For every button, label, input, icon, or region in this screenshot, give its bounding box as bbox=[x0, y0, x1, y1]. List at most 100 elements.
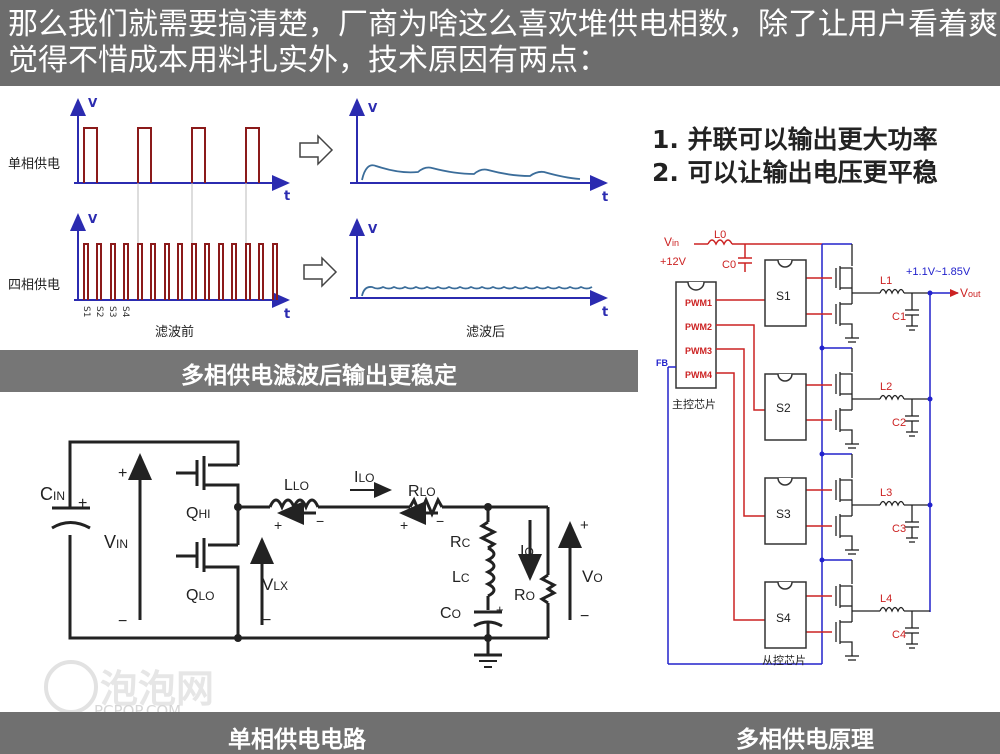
svg-text:−: − bbox=[118, 613, 127, 630]
svg-text:−: − bbox=[580, 608, 589, 625]
svg-text:+: + bbox=[496, 602, 504, 617]
watermark-cn: 泡泡网 bbox=[100, 667, 215, 711]
row1-label: 单相供电 bbox=[8, 157, 60, 172]
slot-label-s1: S1 bbox=[81, 306, 91, 317]
svg-text:+12V: +12V bbox=[660, 256, 687, 268]
svg-text:C2: C2 bbox=[892, 417, 906, 429]
row2-label: 四相供电 bbox=[8, 278, 60, 293]
header-bar: 那么我们就需要搞清楚，厂商为啥这么喜欢堆供电相数，除了让用户看着爽 觉得不惜成本… bbox=[0, 0, 1000, 86]
svg-text:−: − bbox=[262, 612, 271, 629]
svg-text:VIN: VIN bbox=[104, 532, 128, 552]
logo-circle-icon bbox=[44, 660, 98, 714]
v-label: V bbox=[368, 101, 378, 115]
svg-text:RC: RC bbox=[450, 534, 471, 551]
svg-text:L2: L2 bbox=[880, 381, 892, 393]
svg-text:L3: L3 bbox=[880, 487, 892, 499]
waveform-panel: 单相供电 四相供电 V t V t S1 S2 S3 S bbox=[8, 96, 608, 340]
header-line-2: 觉得不惜成本用料扎实外，技术原因有两点： bbox=[8, 43, 608, 78]
svg-text:CO: CO bbox=[440, 605, 461, 622]
left-caption: 单相供电电路 bbox=[228, 727, 366, 753]
svg-text:C3: C3 bbox=[892, 523, 906, 535]
t-label: t bbox=[284, 189, 290, 204]
svg-text:+: + bbox=[78, 495, 87, 512]
single-phase-circuit bbox=[51, 440, 557, 668]
stage-s1: S1 bbox=[776, 289, 791, 303]
stage-s2: S2 bbox=[776, 401, 791, 415]
point-1: 1. 并联可以输出更大功率 bbox=[652, 125, 938, 154]
svg-text:+1.1V~1.85V: +1.1V~1.85V bbox=[906, 266, 971, 278]
right-caption: 多相供电原理 bbox=[736, 727, 874, 753]
pwm3-label: PWM3 bbox=[685, 346, 712, 356]
v-label: V bbox=[88, 212, 98, 226]
pwm-wires bbox=[716, 277, 832, 633]
arrow-right-icon bbox=[303, 256, 338, 288]
pwm4-label: PWM4 bbox=[685, 370, 712, 380]
svg-text:IO: IO bbox=[520, 543, 534, 560]
svg-text:RO: RO bbox=[514, 587, 535, 604]
svg-text:CIN: CIN bbox=[40, 484, 65, 504]
phase-stages bbox=[835, 244, 930, 661]
svg-text:+: + bbox=[118, 465, 127, 482]
after-filter-label: 滤波后 bbox=[466, 325, 505, 340]
pwm1-label: PWM1 bbox=[685, 298, 712, 308]
arrow-right-icon bbox=[299, 134, 334, 166]
stage-s4: S4 bbox=[776, 611, 791, 625]
slot-label-s2: S2 bbox=[94, 306, 104, 317]
svg-text:L4: L4 bbox=[880, 593, 892, 605]
junctions bbox=[234, 503, 492, 642]
svg-text:C4: C4 bbox=[892, 629, 906, 641]
svg-text:QHI: QHI bbox=[186, 505, 210, 522]
svg-text:QLO: QLO bbox=[186, 587, 214, 604]
svg-text:Vin: Vin bbox=[664, 235, 679, 249]
axes-four-before: V t S1 S2 S3 S4 滤波前 bbox=[70, 212, 290, 340]
slave-chip-label: 从控芯片 bbox=[762, 653, 806, 667]
svg-text:L0: L0 bbox=[714, 229, 726, 241]
waveform-caption: 多相供电滤波后输出更稳定 bbox=[181, 363, 457, 389]
header-line-1: 那么我们就需要搞清楚，厂商为啥这么喜欢堆供电相数，除了让用户看着爽 bbox=[8, 7, 998, 42]
single-phase-pulses bbox=[83, 127, 260, 183]
slot-label-s4: S4 bbox=[120, 306, 130, 318]
filtered-four-wave bbox=[361, 285, 593, 297]
filtered-single-wave bbox=[361, 164, 581, 181]
slot-labels: S1 S2 S3 S4 bbox=[81, 306, 130, 318]
svg-text:+: + bbox=[274, 517, 282, 533]
circuit-labels: CIN + + VIN − QHI QLO LLO + − ILO RLO + … bbox=[40, 465, 603, 630]
svg-text:LC: LC bbox=[452, 569, 470, 586]
v-label: V bbox=[88, 96, 98, 110]
v-label: V bbox=[368, 222, 378, 236]
svg-text:Vout: Vout bbox=[960, 286, 981, 300]
svg-text:C0: C0 bbox=[722, 259, 736, 271]
svg-text:LLO: LLO bbox=[284, 477, 309, 494]
axes-single-after: V t bbox=[349, 98, 608, 205]
t-label: t bbox=[602, 190, 608, 205]
stage-boxes bbox=[764, 259, 807, 649]
svg-text:−: − bbox=[316, 513, 324, 529]
svg-text:L1: L1 bbox=[880, 275, 892, 287]
axes-single-before: V t bbox=[70, 96, 290, 204]
svg-text:+: + bbox=[400, 517, 408, 533]
t-label: t bbox=[602, 305, 608, 320]
svg-text:C1: C1 bbox=[892, 311, 906, 323]
svg-text:+: + bbox=[580, 517, 589, 534]
fb-label: FB bbox=[656, 358, 668, 368]
multi-phase-labels: Vin +12V L0 C0 L1 L2 L3 L4 C1 C2 C3 C4 +… bbox=[660, 229, 981, 641]
svg-text:+: + bbox=[256, 543, 265, 560]
multi-phase-diagram: PWM1 PWM2 PWM3 PWM4 FB 主控芯片 bbox=[656, 229, 981, 667]
point-2: 2. 可以让输出电压更平稳 bbox=[652, 158, 938, 187]
svg-text:ILO: ILO bbox=[354, 469, 374, 486]
pwm2-label: PWM2 bbox=[685, 322, 712, 332]
waveform-caption-banner: 多相供电滤波后输出更稳定 bbox=[0, 350, 638, 392]
svg-text:RLO: RLO bbox=[408, 483, 436, 500]
before-filter-label: 滤波前 bbox=[155, 324, 194, 340]
circuit-arrows bbox=[128, 453, 582, 625]
stage-s3: S3 bbox=[776, 507, 791, 521]
master-chip-label: 主控芯片 bbox=[672, 397, 716, 411]
axes-four-after: V t 滤波后 bbox=[349, 218, 608, 340]
slot-label-s3: S3 bbox=[107, 306, 117, 317]
svg-text:VO: VO bbox=[582, 567, 603, 586]
footer-bar: 单相供电电路 多相供电原理 bbox=[0, 712, 1000, 754]
svg-text:−: − bbox=[436, 513, 444, 529]
t-label: t bbox=[284, 307, 290, 322]
svg-text:VLX: VLX bbox=[262, 575, 288, 594]
